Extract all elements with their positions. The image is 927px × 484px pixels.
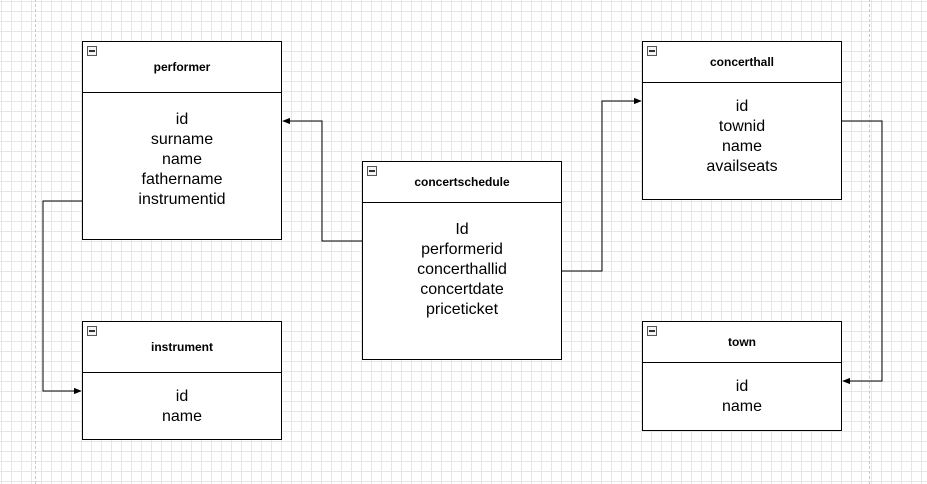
entity-title: concertschedule [414, 175, 510, 189]
field-concertdate[interactable]: concertdate [420, 281, 504, 298]
entity-title: concerthall [709, 55, 775, 69]
field-availseats[interactable]: availseats [706, 158, 778, 175]
edge-concertschedule-to-performer[interactable] [282, 117, 362, 242]
page-border-right [869, 0, 870, 484]
edge-performer-to-instrument[interactable] [42, 200, 82, 395]
field-priceticket[interactable]: priceticket [425, 301, 499, 318]
edge-concertschedule-to-concerthall[interactable] [562, 97, 642, 272]
field-name[interactable]: name [161, 408, 203, 425]
field-id[interactable]: id [735, 378, 749, 395]
entity-performer[interactable]: performer id surname name fathername instrume… [82, 41, 282, 240]
entity-fields: id surname name fathername instrumentid [83, 92, 281, 239]
collapse-icon[interactable] [647, 326, 657, 336]
entity-header[interactable]: town [643, 322, 841, 363]
entity-fields: id name [83, 372, 281, 439]
entity-concerthall[interactable]: concerthall id townid name availseats [642, 41, 842, 200]
field-name[interactable]: name [721, 398, 763, 415]
field-name[interactable]: name [721, 138, 763, 155]
entity-title: performer [153, 60, 211, 74]
entity-header[interactable]: concerthall [643, 42, 841, 83]
collapse-icon[interactable] [647, 46, 657, 56]
field-performerid[interactable]: performerid [421, 241, 503, 258]
entity-header[interactable]: concertschedule [363, 162, 561, 203]
entity-instrument[interactable]: instrument id name [82, 321, 282, 440]
field-name[interactable]: name [161, 151, 203, 168]
entity-header[interactable]: performer [83, 42, 281, 93]
page-border-left [35, 0, 36, 484]
field-id[interactable]: id [735, 98, 749, 115]
field-townid[interactable]: townid [718, 118, 766, 135]
collapse-icon[interactable] [87, 46, 97, 56]
field-concerthallid[interactable]: concerthallid [417, 261, 507, 278]
entity-title: instrument [150, 340, 213, 354]
entity-header[interactable]: instrument [83, 322, 281, 373]
entity-fields: Id performerid concerthallid concertdate pri… [363, 202, 561, 359]
collapse-icon[interactable] [87, 326, 97, 336]
collapse-icon[interactable] [367, 166, 377, 176]
entity-title: town [728, 335, 756, 349]
field-instrumentid[interactable]: instrumentid [138, 191, 226, 208]
field-id[interactable]: id [175, 111, 189, 128]
entity-fields: id townid name availseats [643, 82, 841, 199]
entity-town[interactable]: town id name [642, 321, 842, 431]
field-id[interactable]: Id [455, 221, 469, 238]
edge-concerthall-to-town[interactable] [842, 120, 883, 385]
field-fathername[interactable]: fathername [141, 171, 223, 188]
field-surname[interactable]: surname [150, 131, 214, 148]
field-id[interactable]: id [175, 388, 189, 405]
entity-fields: id name [643, 362, 841, 430]
